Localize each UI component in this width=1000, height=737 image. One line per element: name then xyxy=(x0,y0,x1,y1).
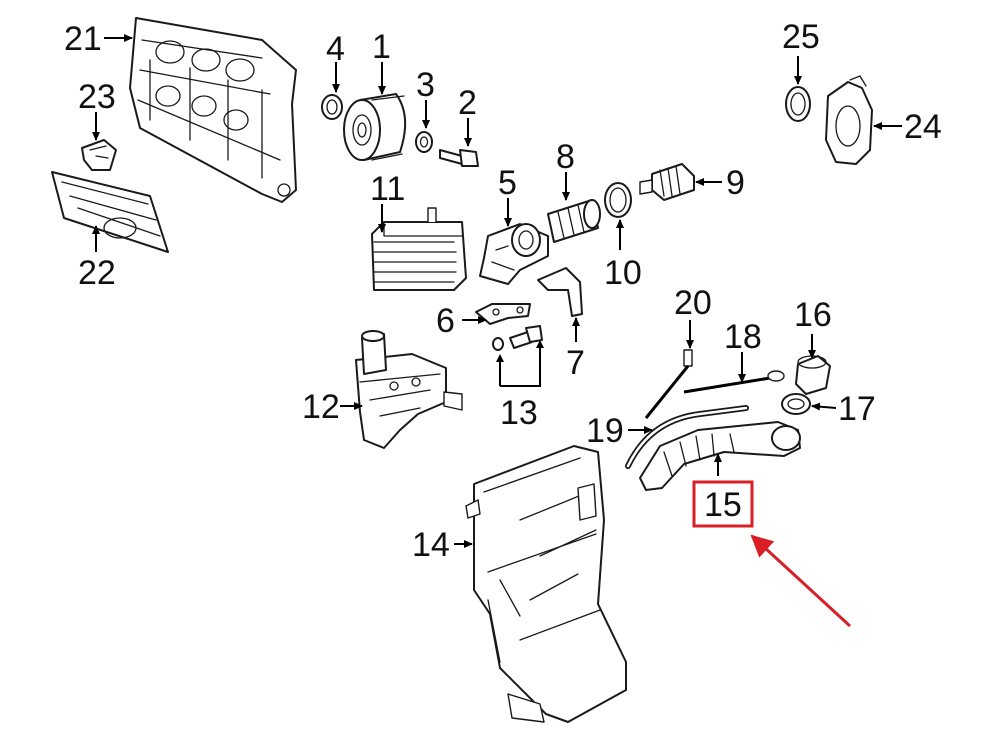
callout-14: 14 xyxy=(412,526,450,564)
part-24-thermostat-housing xyxy=(825,75,873,165)
part-15-filler-neck xyxy=(639,421,801,491)
part-23-sensor xyxy=(81,139,117,171)
callout-2: 2 xyxy=(458,84,477,122)
part-10-o-ring xyxy=(604,182,632,218)
part-21-cylinder-head-cover xyxy=(129,17,297,203)
callout-1: 1 xyxy=(372,28,391,66)
callout-6: 6 xyxy=(436,302,455,340)
part-9-filter-cap xyxy=(639,163,695,201)
callout-22: 22 xyxy=(78,254,116,292)
part-14-oil-reservoir xyxy=(465,445,627,723)
part-7-bracket xyxy=(537,267,583,317)
part-13-sensor xyxy=(492,325,543,351)
leader-17 xyxy=(811,402,837,411)
part-2-bolt xyxy=(439,149,479,167)
callout-17: 17 xyxy=(838,390,876,428)
part-1-pulley xyxy=(343,93,407,161)
callout-16: 16 xyxy=(794,296,832,334)
part-17-seal xyxy=(781,393,811,415)
part-3-washer xyxy=(415,131,433,153)
part-19-breather-tube xyxy=(625,405,749,469)
callout-3: 3 xyxy=(416,66,435,104)
part-16-cap xyxy=(795,355,831,395)
callout-9: 9 xyxy=(726,164,745,202)
callout-4: 4 xyxy=(326,30,345,68)
leader-13-arrowheads xyxy=(496,340,544,362)
callout-7: 7 xyxy=(566,344,585,382)
callout-15: 15 xyxy=(704,486,742,524)
part-12-coolant-housing xyxy=(355,330,463,449)
highlight-overlay xyxy=(692,480,852,628)
part-5-filter-housing xyxy=(479,223,549,285)
callout-23: 23 xyxy=(78,78,116,116)
part-11-oil-cooler xyxy=(371,207,467,291)
leader-lines xyxy=(92,34,902,548)
callout-5: 5 xyxy=(498,164,517,202)
part-18-dipstick xyxy=(683,370,785,394)
callout-18: 18 xyxy=(724,318,762,356)
callout-11: 11 xyxy=(370,170,405,208)
callout-10: 10 xyxy=(604,254,642,292)
callout-21: 21 xyxy=(64,20,102,58)
callout-13: 13 xyxy=(500,394,538,432)
part-4-seal-ring xyxy=(321,94,343,120)
part-6-gasket xyxy=(475,303,531,325)
highlight-box xyxy=(692,480,754,528)
callout-24: 24 xyxy=(904,108,942,146)
callout-labels: 21 23 22 4 1 3 2 11 5 8 9 10 6 7 13 12 1… xyxy=(64,18,942,564)
callout-12: 12 xyxy=(302,388,340,426)
part-20-dipstick-tube xyxy=(644,349,693,419)
callout-20: 20 xyxy=(674,284,712,322)
callout-19: 19 xyxy=(586,412,624,450)
callout-8: 8 xyxy=(556,138,575,176)
highlight-arrow xyxy=(750,534,852,628)
part-22-gasket xyxy=(51,171,169,253)
leader-13 xyxy=(499,346,541,387)
part-8-filter-element xyxy=(547,199,601,243)
callout-25: 25 xyxy=(782,18,820,56)
part-25-o-ring xyxy=(785,86,811,122)
